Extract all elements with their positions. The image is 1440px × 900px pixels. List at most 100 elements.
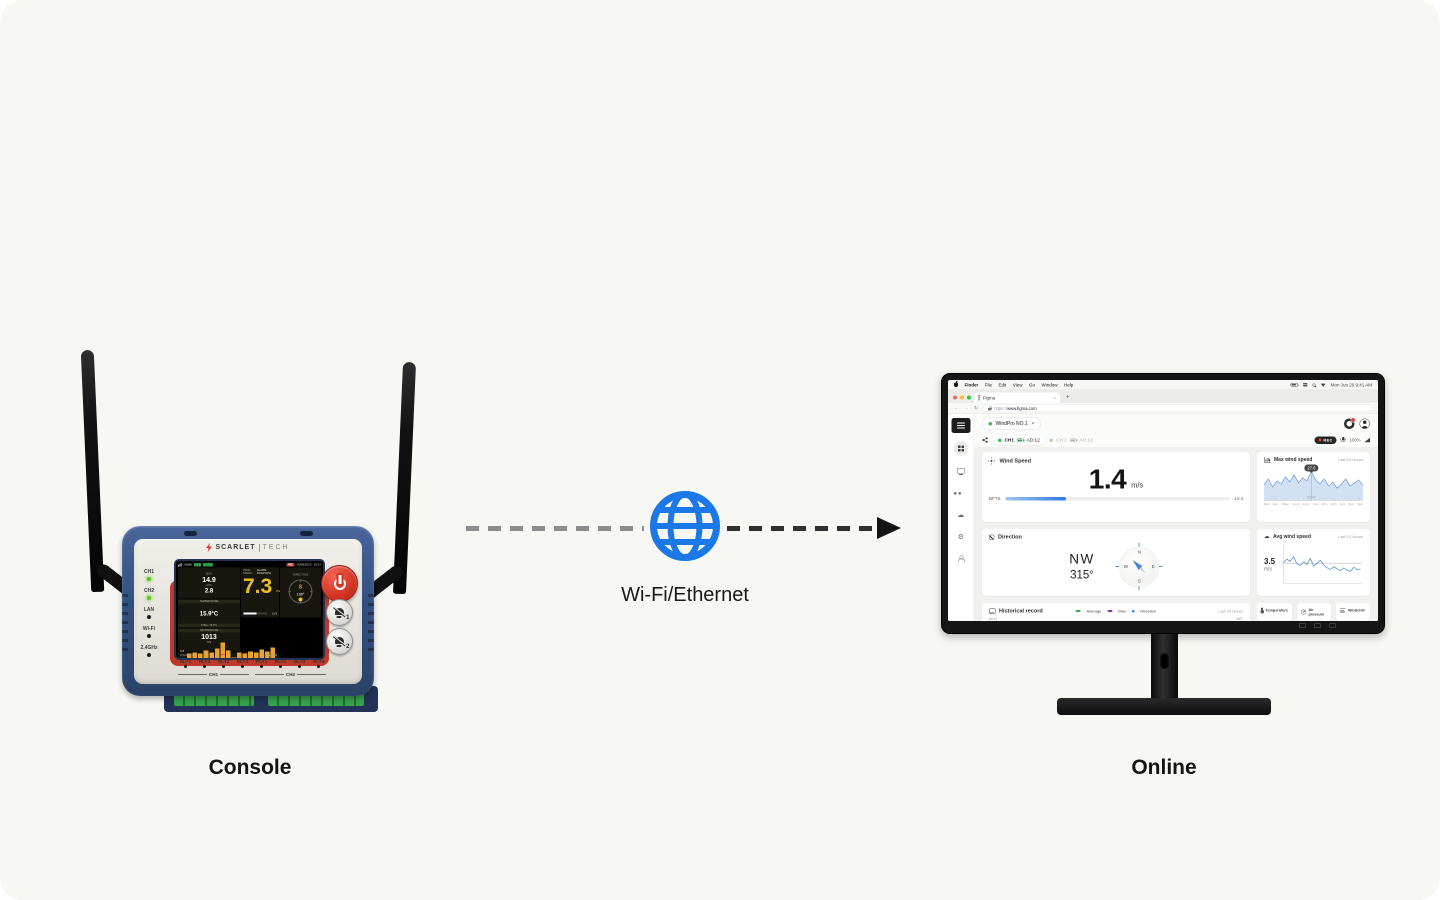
browser-toolbar: ← → ↻ https://www.figma.com bbox=[948, 403, 1378, 414]
console-chart-bar bbox=[220, 642, 225, 658]
console-chart-bar bbox=[214, 648, 220, 658]
direction-card: Direction NW 315° bbox=[982, 529, 1250, 596]
power-button[interactable] bbox=[321, 565, 358, 602]
legend-average: Average bbox=[1086, 608, 1102, 614]
sidebar-user-icon[interactable] bbox=[953, 551, 968, 566]
control-center-icon[interactable] bbox=[1303, 383, 1308, 387]
console-chart-bar bbox=[242, 653, 248, 658]
back-icon[interactable]: ← bbox=[954, 405, 959, 412]
air-pressure-card[interactable]: Air pressure bbox=[1296, 603, 1331, 621]
menu-button[interactable] bbox=[951, 418, 971, 433]
legend-max-swatch bbox=[1107, 610, 1113, 612]
alarm-mute-button-2[interactable]: 2 bbox=[326, 628, 353, 655]
led-ch2: CH2 bbox=[144, 588, 154, 600]
tab-close-icon[interactable]: × bbox=[1053, 395, 1056, 401]
led-dot bbox=[146, 576, 152, 581]
wifi-icon[interactable] bbox=[1320, 383, 1326, 387]
search-icon[interactable] bbox=[1312, 383, 1316, 387]
sidebar-settings-sliders-icon[interactable] bbox=[953, 485, 968, 500]
channel-2-chip[interactable]: CH 2 AD:12 bbox=[1049, 437, 1093, 443]
browser-tab[interactable]: Figma × bbox=[974, 392, 1060, 403]
close-button[interactable] bbox=[953, 395, 957, 400]
menubar-app[interactable]: Finder bbox=[964, 382, 979, 388]
avg-wind-card: ☁ Avg wind speed Last 12 Hours 3.5 m/s bbox=[1257, 529, 1370, 596]
gauge-icon bbox=[1300, 609, 1306, 615]
alarm-setting: ALARM: 20/20/10/5L bbox=[256, 569, 272, 575]
sidebar-dashboard-icon[interactable] bbox=[953, 441, 969, 456]
zoom-button[interactable] bbox=[967, 395, 971, 400]
channel-1-chip[interactable]: CH1 AD:12 bbox=[993, 435, 1045, 445]
reload-icon[interactable]: ↻ bbox=[974, 405, 979, 412]
signal-strength: -59dBi bbox=[183, 563, 192, 567]
direction-degrees: 199° bbox=[296, 592, 305, 597]
bolt-icon bbox=[206, 543, 213, 552]
side-grip bbox=[122, 588, 128, 652]
wind-unit: m/s bbox=[1131, 481, 1144, 490]
alarm-mute-button-1[interactable]: 1 bbox=[326, 599, 353, 626]
device-selector[interactable]: WindPro NO.1 ▼ bbox=[982, 417, 1042, 430]
direction-title: DIRECTION bbox=[292, 573, 309, 577]
led-24ghz: 2.4GHz bbox=[141, 645, 157, 657]
console-wind-progress-fill bbox=[243, 612, 257, 615]
readout-column: MAX 14.9 AVG 2.8 TEMPERATURE 15.9°C CHIL… bbox=[178, 567, 240, 652]
avg-wind-range: Last 12 Hours bbox=[1338, 534, 1363, 540]
channel-2-address: AD:12 bbox=[1079, 437, 1093, 443]
address-bar[interactable]: https://www.figma.com bbox=[983, 404, 1372, 412]
new-tab-button[interactable]: + bbox=[1066, 393, 1070, 400]
console-chart-bar bbox=[198, 653, 203, 658]
console-chart-bar bbox=[264, 651, 270, 658]
menu-help[interactable]: Help bbox=[1063, 382, 1074, 388]
rec-badge: REC bbox=[286, 563, 295, 567]
console-chart-bar bbox=[192, 652, 198, 658]
wind-level-label: LV.4 bbox=[1234, 496, 1243, 501]
menubar-clock: Mon Jun 20 9:41 AM bbox=[1330, 382, 1372, 388]
console-chart-bar bbox=[259, 649, 264, 658]
windchill-card-title: Windchill bbox=[1347, 608, 1365, 613]
apple-icon[interactable] bbox=[954, 381, 958, 387]
pressure-box: AIR PRESSURE 1013 hPa bbox=[178, 628, 240, 652]
side-grip bbox=[368, 588, 374, 652]
menu-edit[interactable]: Edit bbox=[998, 382, 1007, 388]
direction-icon bbox=[989, 534, 995, 540]
compass-e: E bbox=[1151, 564, 1155, 569]
temperature-box: TEMPERATURE 15.9°C CHILL: 15.9°C bbox=[178, 599, 240, 628]
profile-button[interactable] bbox=[1359, 418, 1370, 429]
compass: N E S W bbox=[1115, 543, 1163, 590]
temperature-value: 15.9°C bbox=[199, 609, 219, 617]
legend-max: Max bbox=[1118, 608, 1126, 614]
relay-label: RLY2 bbox=[271, 659, 290, 668]
max-wind-card: Max wind speed Last 12 Hours bbox=[1257, 452, 1370, 522]
relay-label: RLY4 bbox=[309, 659, 328, 668]
menu-file[interactable]: File bbox=[984, 382, 993, 388]
console-chart-bar bbox=[253, 652, 259, 658]
historical-range: Last 24 Hours bbox=[1218, 608, 1243, 614]
rec-indicator: REC bbox=[1314, 436, 1337, 444]
relay-label: RLY1 bbox=[176, 659, 195, 668]
legend-average-swatch bbox=[1075, 610, 1081, 612]
console-chart-bar bbox=[203, 650, 209, 658]
menu-window[interactable]: Window bbox=[1041, 382, 1058, 388]
chart-y-min: 3.8 bbox=[180, 650, 185, 653]
avg-wind-unit: m/s bbox=[1264, 566, 1273, 572]
menu-view[interactable]: View bbox=[1012, 382, 1023, 388]
temperature-card[interactable]: Temperature bbox=[1257, 603, 1292, 621]
signal-bars-icon bbox=[178, 563, 182, 567]
notifications-button[interactable] bbox=[1344, 417, 1356, 429]
battery-icon bbox=[1290, 383, 1300, 387]
wind-progress-fill bbox=[1005, 496, 1066, 501]
minimize-button[interactable] bbox=[960, 395, 964, 400]
windchill-card[interactable]: Windchill bbox=[1335, 603, 1371, 621]
sidebar-display-icon[interactable] bbox=[953, 463, 968, 478]
forward-icon[interactable]: → bbox=[964, 405, 969, 412]
menu-go[interactable]: Go bbox=[1028, 382, 1035, 388]
figma-favicon bbox=[978, 394, 980, 401]
monitor-buttons[interactable] bbox=[1299, 623, 1336, 628]
relay-label: RLY2 bbox=[195, 659, 214, 668]
console-device: SCARLET TECH -59dBi REC 16/08/2022 16:27 bbox=[80, 340, 420, 720]
macos-menubar: Finder File Edit View Go Window Help Mon… bbox=[948, 380, 1378, 390]
sidebar-cloud-icon[interactable]: ☁ bbox=[957, 510, 965, 519]
sidebar-gear-icon[interactable]: ⚙ bbox=[957, 532, 964, 541]
antenna-left bbox=[80, 349, 105, 593]
historical-record-card: Historical record Average Max Direction bbox=[982, 603, 1250, 621]
